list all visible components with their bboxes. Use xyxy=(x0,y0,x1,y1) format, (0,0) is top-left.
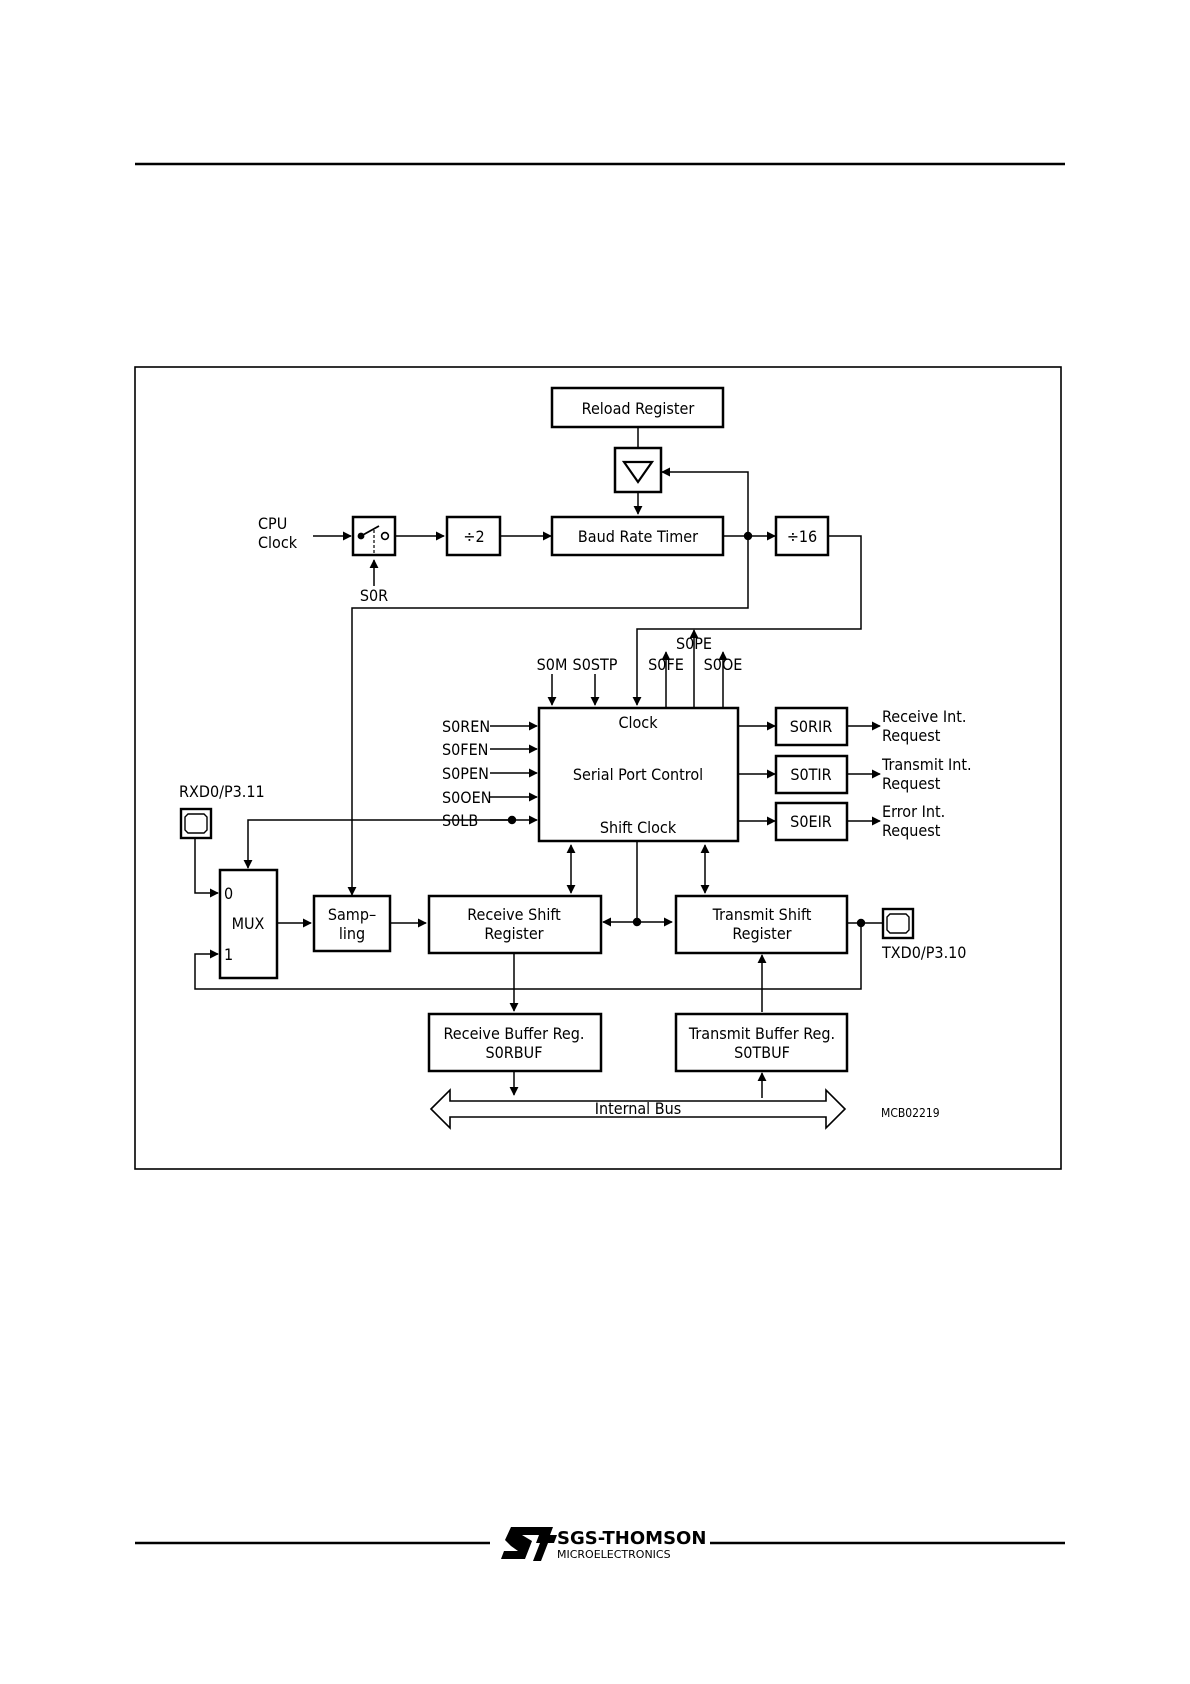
serial-port-control-label: Serial Port Control xyxy=(573,765,703,784)
receive-shift-label-line1: Receive Shift xyxy=(467,905,561,924)
s0pe-label: S0PE xyxy=(676,634,712,653)
reload-register-block xyxy=(550,386,725,429)
rxd0-pin-icon xyxy=(179,807,213,840)
cpu-label: CPU xyxy=(258,514,287,533)
receive-buffer-label-line2: S0RBUF xyxy=(486,1043,543,1062)
s0stp-label: S0STP xyxy=(573,655,618,674)
transmit-buffer-block xyxy=(674,1012,849,1073)
transmit-buffer-label-line2: S0TBUF xyxy=(734,1043,790,1062)
transmit-request-label: Request xyxy=(882,774,941,793)
internal-bus-label: Internal Bus xyxy=(595,1099,682,1118)
txd0-label: TXD0/P3.10 xyxy=(881,943,966,962)
receive-buffer-block xyxy=(427,1012,603,1073)
receive-shift-register-block xyxy=(427,894,603,955)
baud-rate-timer-block xyxy=(550,515,725,557)
s0pen-label: S0PEN xyxy=(442,764,489,783)
transmit-shift-label-line1: Transmit Shift xyxy=(712,905,812,924)
spc-clock-label: Clock xyxy=(618,713,658,732)
transmit-shift-register-block xyxy=(674,894,849,955)
s0r-label: S0R xyxy=(360,586,388,605)
mux-block xyxy=(218,868,279,980)
clock-switch-icon xyxy=(357,525,390,555)
reload-triangle-icon xyxy=(621,460,655,484)
s0eir-label: S0EIR xyxy=(790,812,832,831)
s0oe-label: S0OE xyxy=(704,655,743,674)
s0m-label: S0M xyxy=(537,655,568,674)
diagram-id-code: MCB02219 xyxy=(881,1106,940,1120)
diagram-frame xyxy=(134,366,1062,1170)
sampling-label-line2: ling xyxy=(339,924,365,943)
transmit-shift-label-line2: Register xyxy=(732,924,791,943)
s0ren-label: S0REN xyxy=(442,717,490,736)
sampling-block xyxy=(312,894,392,953)
sampling-label-line1: Samp– xyxy=(328,905,376,924)
receive-shift-label-line2: Register xyxy=(484,924,543,943)
receive-request-label: Request xyxy=(882,726,941,745)
s0fen-label: S0FEN xyxy=(442,740,488,759)
s0fe-label: S0FE xyxy=(648,655,684,674)
s0tir-label: S0TIR xyxy=(790,765,831,784)
s0rir-label: S0RIR xyxy=(790,717,833,736)
divide-by-16-label: ÷16 xyxy=(787,527,817,546)
s0oen-label: S0OEN xyxy=(442,788,491,807)
divide-by-16-block xyxy=(774,515,830,557)
divide-by-2-block xyxy=(445,515,502,557)
internal-bus-arrow xyxy=(429,1088,847,1130)
transmit-int-label: Transmit Int. xyxy=(881,755,972,774)
s0eir-block xyxy=(774,801,849,842)
company-name: SGS-THOMSON xyxy=(557,1528,706,1549)
transmit-buffer-label-line1: Transmit Buffer Reg. xyxy=(688,1024,835,1043)
s0tir-block xyxy=(774,754,849,795)
spc-shift-clock-label: Shift Clock xyxy=(600,818,677,837)
error-request-label: Request xyxy=(882,821,941,840)
baud-rate-timer-label: Baud Rate Timer xyxy=(578,527,698,546)
divide-by-2-label: ÷2 xyxy=(463,527,484,546)
mux-input-1-label: 1 xyxy=(224,945,233,964)
s0rir-block xyxy=(774,706,849,747)
cpu-clock-label: Clock xyxy=(258,533,298,552)
mux-input-0-label: 0 xyxy=(224,884,233,903)
reload-register-label: Reload Register xyxy=(582,399,695,418)
rxd0-label: RXD0/P3.11 xyxy=(179,782,265,801)
error-int-label: Error Int. xyxy=(882,802,945,821)
serial-port-control-block xyxy=(537,706,740,843)
mux-label: MUX xyxy=(232,914,265,933)
txd0-pin-icon xyxy=(881,907,915,940)
junction-dots xyxy=(507,531,866,928)
s0lb-label: S0LB xyxy=(442,811,478,830)
division-name: MICROELECTRONICS xyxy=(557,1548,671,1561)
receive-int-label: Receive Int. xyxy=(882,707,966,726)
receive-buffer-label-line1: Receive Buffer Reg. xyxy=(444,1024,585,1043)
wires xyxy=(194,427,882,1098)
st-logo-icon xyxy=(501,1527,557,1561)
